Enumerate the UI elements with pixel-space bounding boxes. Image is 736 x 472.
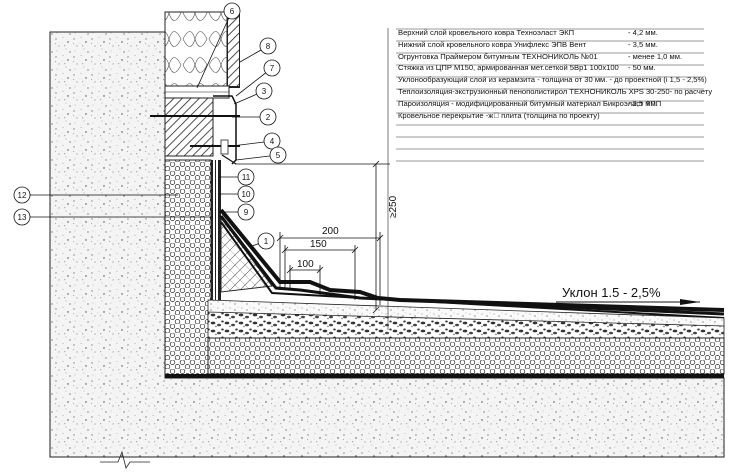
legend-row: Кровельное перекрытие -ж  плита (толщина… bbox=[396, 110, 704, 122]
callout-6-label: 6 bbox=[230, 7, 235, 16]
callout-5 bbox=[269, 146, 287, 164]
dim-250: ≥250 bbox=[388, 195, 399, 218]
callouts bbox=[13, 2, 287, 250]
legend-text: Стяжка из ЦПР М150, армированная мет.сет… bbox=[398, 63, 619, 73]
callout-10-label: 10 bbox=[242, 190, 251, 199]
legend-value: - 50 мм. bbox=[628, 63, 656, 73]
callout-1 bbox=[257, 232, 275, 250]
vapor-barrier bbox=[165, 374, 724, 378]
callout-9-label: 9 bbox=[244, 208, 249, 217]
legend-text: Уклонообразующий слой из керамзита - тол… bbox=[398, 75, 707, 85]
callout-4-label: 4 bbox=[270, 137, 275, 146]
legend-row: Огрунтовка Праймером битумным ТЕХНОНИКОЛ… bbox=[396, 51, 704, 63]
wall-insulation-xps bbox=[164, 159, 212, 379]
timber-beam bbox=[164, 97, 214, 157]
legend-text: Огрунтовка Праймером битумным ТЕХНОНИКОЛ… bbox=[398, 51, 598, 61]
fillet-wedge bbox=[220, 216, 273, 293]
legend-frame bbox=[396, 28, 704, 162]
legend-row: Уклонообразующий слой из керамзита - тол… bbox=[396, 74, 707, 86]
legend-text: Верхний слой кровельного ковра Техноэлас… bbox=[398, 28, 575, 37]
dim-100: 100 bbox=[297, 259, 314, 270]
callout-3 bbox=[255, 82, 273, 100]
dim-200: 200 bbox=[322, 226, 339, 237]
callout-12 bbox=[13, 186, 31, 204]
legend-value: - менее 1,0 мм. bbox=[628, 51, 683, 61]
metal-flashing bbox=[213, 95, 237, 165]
legend-text: Теплоизоляция-экструзионный пенополистир… bbox=[398, 86, 713, 96]
slope-label: Уклон 1.5 - 2,5% bbox=[562, 285, 661, 300]
legend-text: Пароизоляция - модифицированный битумный… bbox=[398, 98, 662, 108]
callout-13-label: 13 bbox=[18, 213, 27, 222]
callout-4 bbox=[263, 132, 281, 150]
dimension-lines bbox=[235, 160, 390, 314]
callout-11 bbox=[237, 168, 255, 186]
wall-insulation-block bbox=[164, 11, 228, 87]
callout-7-label: 7 bbox=[270, 64, 275, 73]
callout-7 bbox=[263, 59, 281, 77]
legend-text: Кровельное перекрытие -ж  плита (толщина… bbox=[398, 110, 600, 120]
callout-8 bbox=[259, 37, 277, 55]
roof-insulation-xps bbox=[207, 337, 725, 375]
legend-text: Нижний слой кровельного ковра Унифлекс Э… bbox=[398, 39, 587, 49]
legend-value: - 2,5 мм. bbox=[628, 98, 658, 108]
layers-legend: Верхний слой кровельного ковра Техноэлас… bbox=[396, 27, 712, 122]
legend-row: Нижний слой кровельного ковра Унифлекс Э… bbox=[396, 39, 704, 51]
callout-3-label: 3 bbox=[262, 87, 267, 96]
legend-row: Пароизоляция - модифицированный битумный… bbox=[396, 98, 704, 110]
callout-8-label: 8 bbox=[266, 42, 271, 51]
callout-5-label: 5 bbox=[276, 151, 281, 160]
callout-2-label: 2 bbox=[266, 113, 271, 122]
callout-9 bbox=[237, 203, 255, 221]
legend-value: - 3,5 мм. bbox=[628, 39, 658, 49]
legend-row: Теплоизоляция-экструзионный пенополистир… bbox=[396, 86, 712, 98]
break-mark bbox=[100, 450, 150, 469]
legend-row: Стяжка из ЦПР М150, армированная мет.сет… bbox=[396, 62, 704, 74]
callout-10 bbox=[237, 185, 255, 203]
callout-1-label: 1 bbox=[264, 237, 269, 246]
dim-150: 150 bbox=[310, 239, 327, 250]
legend-row: Верхний слой кровельного ковра Техноэлас… bbox=[396, 27, 704, 39]
legend-value: - 4,2 мм. bbox=[628, 28, 658, 37]
callout-6 bbox=[223, 2, 241, 20]
callout-13 bbox=[13, 208, 31, 226]
callout-11-label: 11 bbox=[242, 173, 251, 182]
callout-12-label: 12 bbox=[18, 191, 27, 200]
callout-2 bbox=[259, 108, 277, 126]
